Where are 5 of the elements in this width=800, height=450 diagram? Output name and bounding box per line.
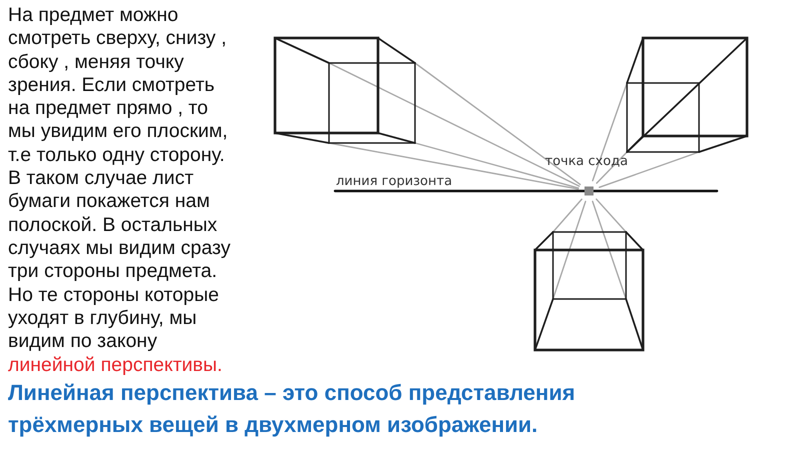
vanishing-point-label: точка схода — [545, 154, 628, 169]
description-text: На предмет можно смотреть сверху, снизу , сбоку , меняя точку зрения. Если смотреть на предмет прямо , то мы увидим его плоским, т.е только одну сторону. В таком случае лист бумаги покажется нам полоской. В остальных случаях мы видим сразу три стороны предмета. Но те стороны которые уходят в глубину, мы видим по закону — [8, 4, 232, 354]
highlighted-term: линейной перспективы. — [8, 354, 222, 376]
definition-caption: Линейная перспектива – это способ представления трёхмерных вещей в двухмерном изображении. — [8, 379, 576, 439]
horizon-line-label: линия горизонта — [336, 174, 452, 189]
